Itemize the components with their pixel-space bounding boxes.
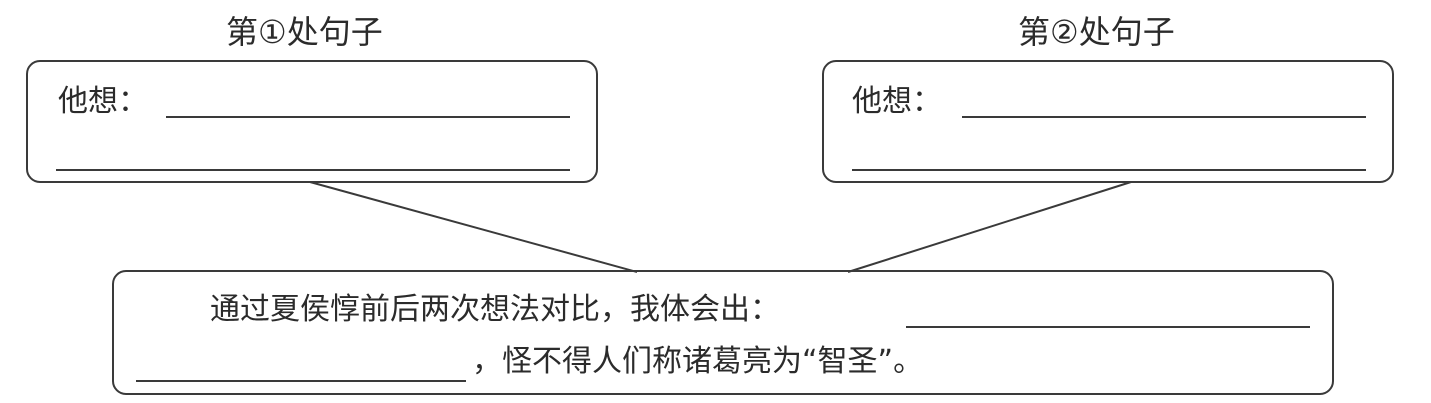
conclusion-answer-line-1[interactable] — [906, 326, 1310, 328]
conclusion-line-1-text: 通过夏侯惇前后两次想法对比，我体会出： — [210, 292, 780, 327]
right-answer-line-1[interactable] — [962, 116, 1366, 118]
right-connector-line — [847, 181, 1132, 273]
right-answer-line-2[interactable] — [852, 169, 1366, 171]
right-panel-title: 第②处句子 — [1018, 13, 1175, 51]
conclusion-answer-line-2[interactable] — [136, 380, 466, 382]
left-answer-line-2[interactable] — [56, 169, 570, 171]
left-connector-line — [309, 181, 638, 273]
left-answer-line-1[interactable] — [166, 116, 570, 118]
right-answer-box: 他想： — [822, 60, 1394, 183]
left-prompt-label: 他想： — [58, 84, 148, 119]
conclusion-line-2-text: ，怪不得人们称诸葛亮为“智圣”。 — [472, 344, 924, 379]
left-answer-box: 他想： — [26, 60, 598, 183]
right-prompt-label: 他想： — [852, 84, 942, 119]
conclusion-box: 通过夏侯惇前后两次想法对比，我体会出： ，怪不得人们称诸葛亮为“智圣”。 — [112, 270, 1334, 395]
left-panel-title: 第①处句子 — [226, 13, 383, 51]
